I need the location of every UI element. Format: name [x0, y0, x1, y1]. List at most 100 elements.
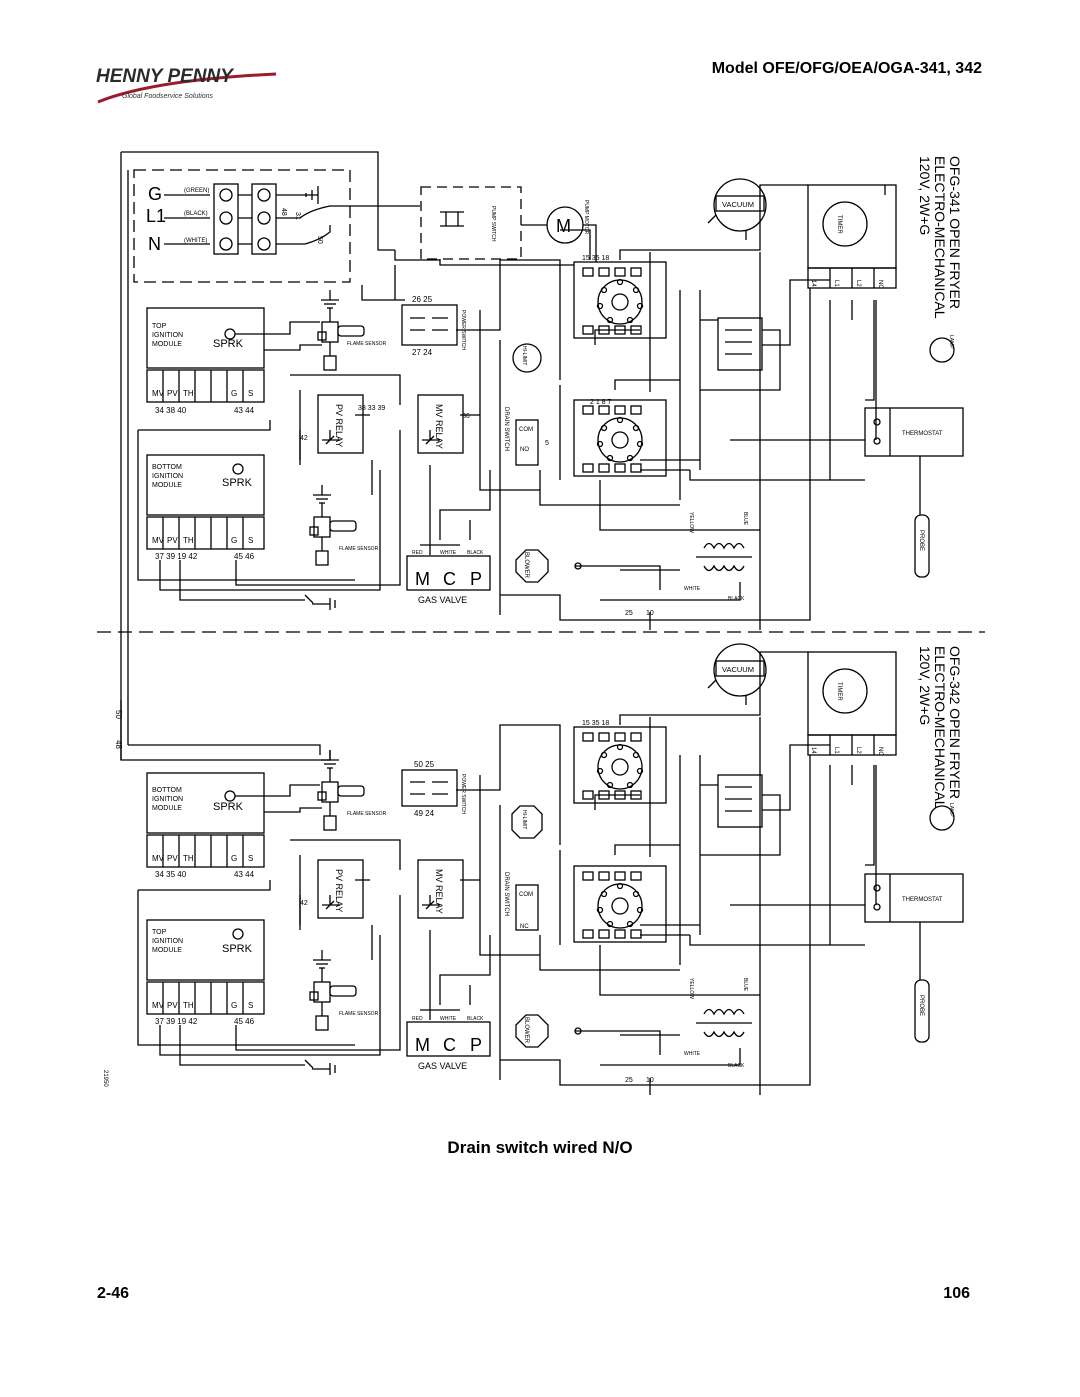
svg-text:FLAME SENSOR: FLAME SENSOR — [339, 1011, 379, 1017]
diagram-bottom: 50 48 BOTTOM IGNITION MODULE SPRK MV PV … — [102, 643, 964, 1095]
svg-text:FLAME SENSOR: FLAME SENSOR — [339, 546, 379, 552]
svg-text:5: 5 — [545, 440, 549, 447]
blower-a: BLOWER — [515, 549, 582, 583]
svg-text:NC: NC — [877, 747, 883, 756]
svg-text:MODULE: MODULE — [152, 482, 182, 489]
bottom-title-1: OFG-342 OPEN FRYER — [947, 646, 963, 799]
white-wire-label: (WHITE) — [184, 238, 207, 244]
svg-text:RED: RED — [412, 1016, 423, 1022]
svg-text:LAMP: LAMP — [948, 803, 954, 817]
svg-text:45 46: 45 46 — [234, 1017, 255, 1026]
svg-text:BOTTOM: BOTTOM — [152, 787, 182, 794]
svg-text:YELLOW: YELLOW — [688, 978, 694, 999]
svg-text:COM: COM — [519, 892, 533, 898]
svg-text:DRAIN SWITCH: DRAIN SWITCH — [503, 872, 509, 916]
pv-relay-b: PV RELAY 42 — [300, 859, 364, 919]
svg-text:FLAME SENSOR: FLAME SENSOR — [347, 341, 387, 347]
svg-text:RED: RED — [412, 550, 423, 556]
svg-text:26 25: 26 25 — [412, 295, 433, 304]
svg-text:S: S — [248, 536, 253, 545]
svg-text:L1: L1 — [833, 747, 839, 754]
timer-a: TIMER 14 L1 L2 NC — [807, 184, 897, 289]
hi-limit-b: HI-LIMIT — [511, 805, 543, 839]
svg-text:MODULE: MODULE — [152, 947, 182, 954]
svg-text:G: G — [231, 536, 237, 545]
drain-switch-a: COM NO DRAIN SWITCH 5 — [503, 407, 549, 466]
pv-relay-a: PV RELAY 42 38 33 39 — [300, 394, 385, 454]
svg-text:GAS VALVE: GAS VALVE — [418, 1061, 467, 1071]
svg-text:HI-LIMIT: HI-LIMIT — [521, 346, 527, 365]
svg-text:G: G — [231, 389, 237, 398]
probe-b: PROBE — [914, 922, 930, 1043]
svg-text:S: S — [248, 389, 253, 398]
svg-text:IGNITION: IGNITION — [152, 796, 183, 803]
svg-text:FLAME SENSOR: FLAME SENSOR — [347, 811, 387, 817]
top-ignition-module-a: TOP IGNITION MODULE SPRK MV PV TH G S 34… — [146, 307, 265, 415]
svg-text:15 35 18: 15 35 18 — [582, 720, 609, 727]
logo-wordmark: HENNY PENNY — [96, 66, 235, 87]
svg-text:C: C — [443, 569, 456, 589]
svg-text:DRAIN SWITCH: DRAIN SWITCH — [503, 407, 509, 451]
svg-text:L2: L2 — [855, 280, 861, 287]
pump-switch-label: PUMP SWITCH — [490, 206, 496, 242]
svg-text:27 24: 27 24 — [412, 348, 433, 357]
svg-text:PV: PV — [167, 389, 178, 398]
svg-text:SPRK: SPRK — [213, 801, 244, 813]
svg-text:TIMER: TIMER — [836, 215, 842, 234]
svg-text:GAS VALVE: GAS VALVE — [418, 595, 467, 605]
svg-text:34 35 40: 34 35 40 — [155, 870, 187, 879]
logo-tagline: Global Foodservice Solutions — [122, 93, 214, 100]
svg-text:NC: NC — [520, 924, 529, 930]
svg-text:WHITE: WHITE — [440, 1016, 457, 1022]
supply-g-label: G — [148, 184, 162, 204]
vacuum-switch-b: VACUUM — [707, 643, 767, 705]
svg-text:M: M — [415, 1035, 430, 1055]
svg-text:MV: MV — [152, 854, 165, 863]
svg-text:BLACK: BLACK — [728, 596, 745, 602]
transformer-a: YELLOW BLUE WHITE BLACK — [684, 512, 752, 602]
svg-text:IGNITION: IGNITION — [152, 938, 183, 945]
svg-text:P: P — [470, 569, 482, 589]
svg-text:TOP: TOP — [152, 929, 167, 936]
thermostat-b: THERMOSTAT — [864, 873, 964, 923]
svg-text:MODULE: MODULE — [152, 341, 182, 348]
svg-text:THERMOSTAT: THERMOSTAT — [902, 897, 943, 903]
henny-penny-logo: HENNY PENNY Global Foodservice Solutions — [96, 66, 277, 104]
mv-relay-a: MV RELAY 36 — [417, 394, 470, 454]
lamp-b — [929, 805, 955, 831]
svg-text:50: 50 — [316, 236, 323, 244]
svg-text:14: 14 — [810, 280, 816, 287]
mv-relay-b: MV RELAY — [417, 859, 464, 919]
diagram-caption: Drain switch wired N/O — [447, 1138, 633, 1157]
svg-text:BLUE: BLUE — [742, 512, 748, 526]
svg-text:POWER SWITCH: POWER SWITCH — [460, 774, 466, 814]
svg-text:WHITE: WHITE — [440, 550, 457, 556]
svg-text:P: P — [470, 1035, 482, 1055]
relay-socket-1a — [573, 261, 667, 339]
svg-text:MV: MV — [152, 389, 165, 398]
pump-motor-label: PUMP MOTOR — [583, 200, 589, 235]
thermostat-a: THERMOSTAT — [864, 407, 964, 457]
svg-text:COM: COM — [519, 427, 533, 433]
blower-b: BLOWER — [515, 1014, 582, 1048]
svg-text:LAMP: LAMP — [948, 335, 954, 349]
ignition-module-b2: TOP IGNITION MODULE SPRK MV PV TH G S 37… — [146, 919, 265, 1026]
lamp-a — [929, 337, 955, 363]
svg-text:S: S — [248, 1001, 253, 1010]
svg-text:42: 42 — [300, 435, 308, 442]
hi-limit-a: HI-LIMIT — [512, 343, 542, 373]
svg-text:MV: MV — [152, 536, 165, 545]
svg-text:2 1 8 7: 2 1 8 7 — [590, 399, 612, 406]
side-code: 21950 — [102, 1070, 108, 1087]
svg-text:PV: PV — [167, 1001, 178, 1010]
relay-socket-2a — [573, 399, 667, 477]
svg-text:48: 48 — [280, 208, 287, 216]
svg-text:M: M — [415, 569, 430, 589]
svg-text:34 38 40: 34 38 40 — [155, 406, 187, 415]
vacuum-switch-a: VACUUM — [707, 178, 767, 240]
svg-text:PV RELAY: PV RELAY — [334, 869, 344, 912]
svg-text:BLUE: BLUE — [742, 978, 748, 992]
svg-text:SPRK: SPRK — [222, 943, 253, 955]
svg-text:48: 48 — [114, 740, 123, 749]
